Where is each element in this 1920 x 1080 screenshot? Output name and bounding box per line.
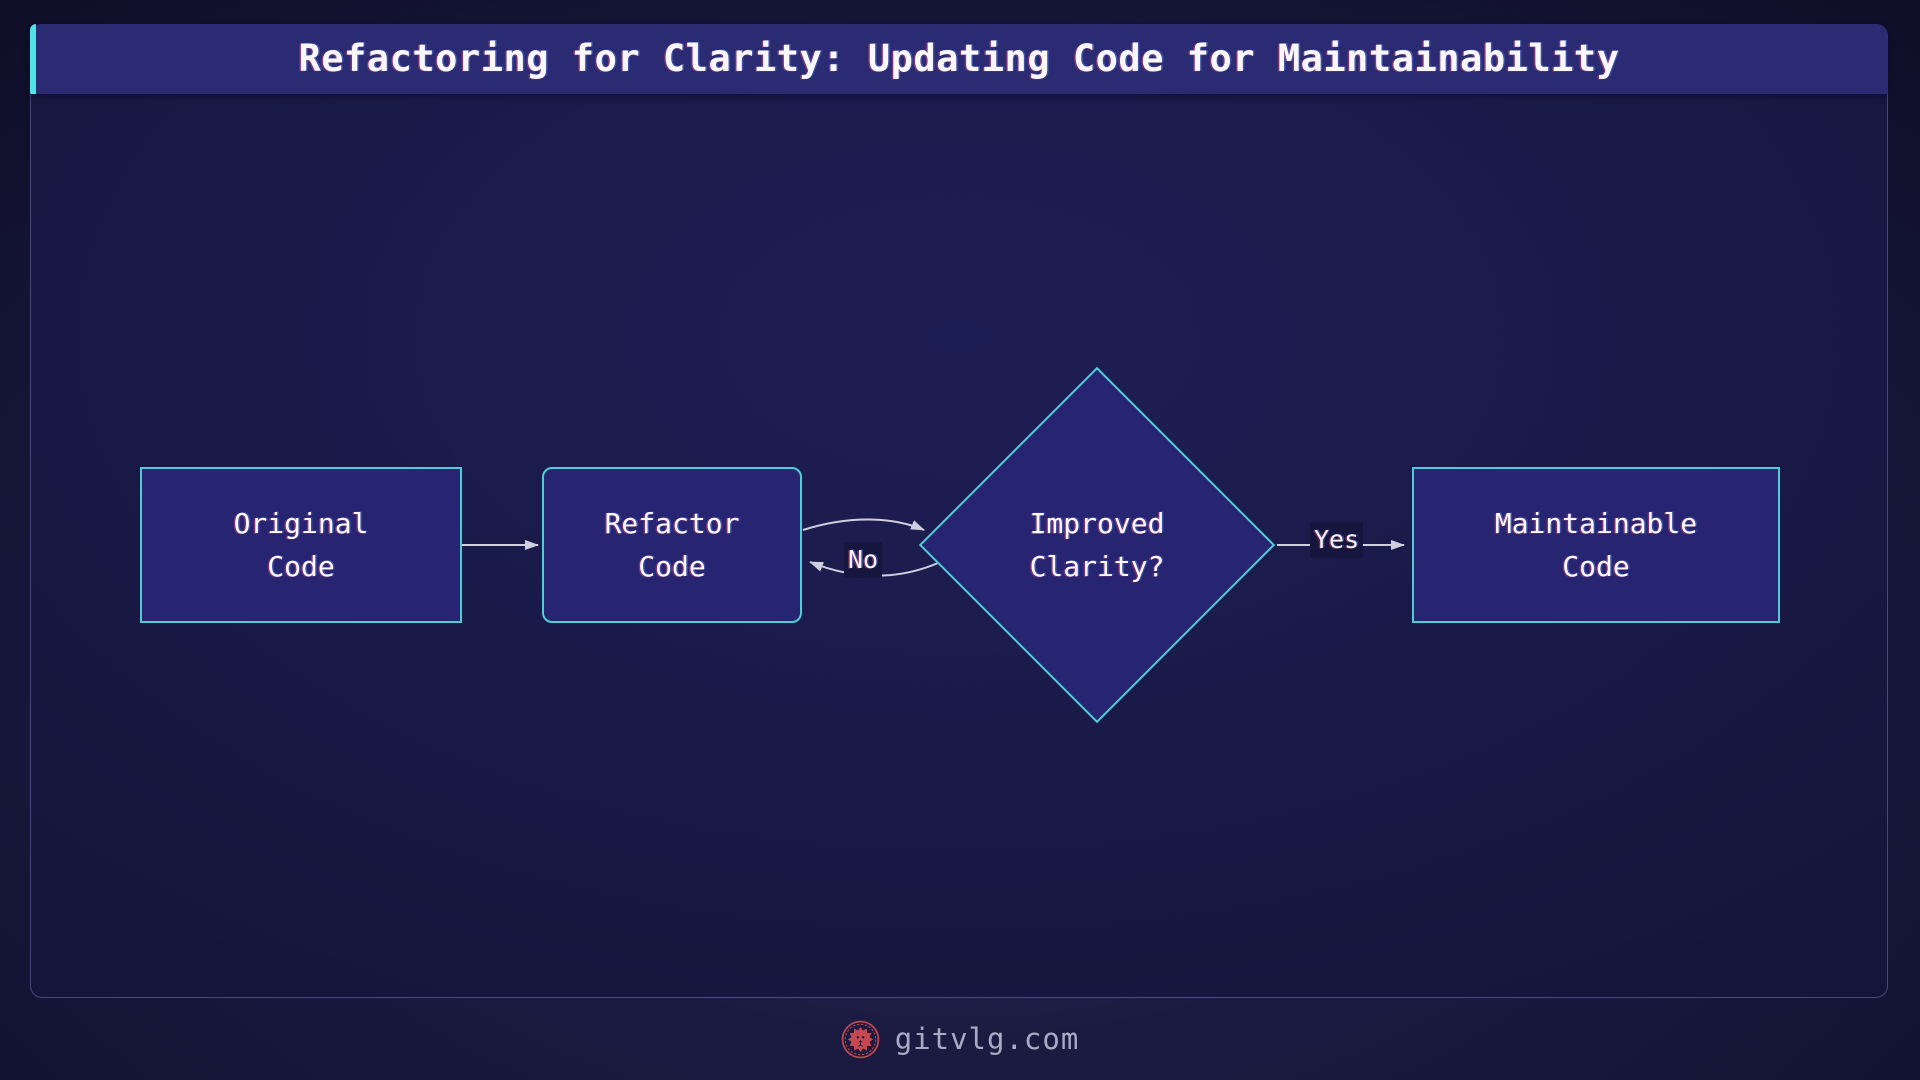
node-label-line: Improved <box>1029 507 1165 540</box>
title-bar: Refactoring for Clarity: Updating Code f… <box>30 24 1888 94</box>
node-improved-clarity-label: Improved Clarity? <box>947 459 1247 631</box>
node-label-line: Clarity? <box>1029 550 1165 583</box>
lion-medallion-icon <box>841 1020 879 1058</box>
accent-bar <box>30 24 36 94</box>
node-label-line: Code <box>638 550 706 583</box>
node-maintainable-code: Maintainable Code <box>1412 467 1780 623</box>
footer-branding: gitvlg.com <box>0 998 1920 1080</box>
edge-label-no: No <box>844 542 883 578</box>
page-title: Refactoring for Clarity: Updating Code f… <box>298 37 1620 80</box>
brand-site-text: gitvlg.com <box>894 1022 1080 1056</box>
node-refactor-code: Refactor Code <box>542 467 802 623</box>
edge-label-yes: Yes <box>1310 522 1364 558</box>
node-label-line: Code <box>1562 550 1630 583</box>
node-label-line: Refactor <box>604 507 740 540</box>
node-original-code: Original Code <box>140 467 462 623</box>
node-label-line: Original <box>233 507 369 540</box>
node-label-line: Maintainable <box>1494 507 1698 540</box>
node-label-line: Code <box>267 550 335 583</box>
